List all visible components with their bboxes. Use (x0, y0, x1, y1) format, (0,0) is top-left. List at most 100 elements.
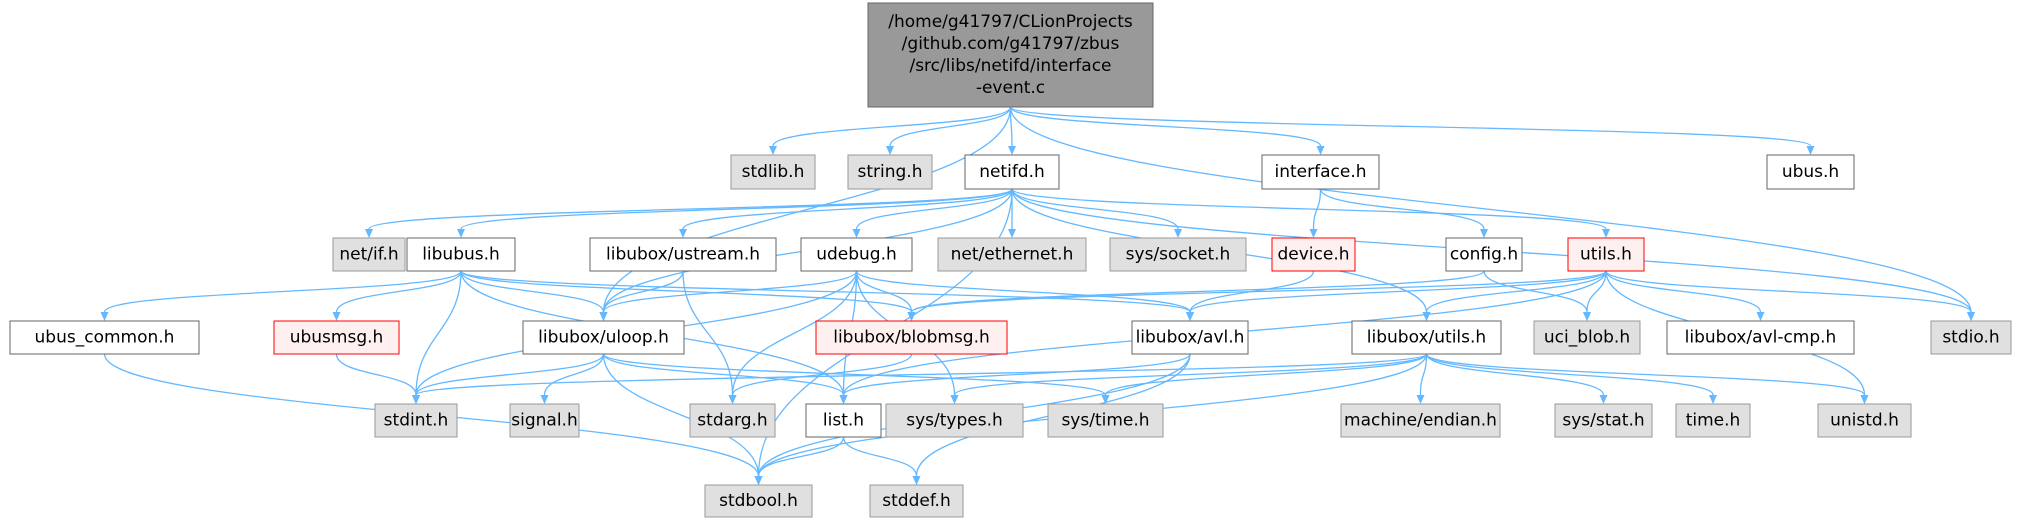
edge-arrowhead (852, 229, 861, 238)
edge-arrowhead (1186, 312, 1194, 321)
node-signal: signal.h (509, 403, 580, 438)
node-libubus[interactable]: libubus.h (406, 237, 516, 272)
node-label: sys/types.h (906, 411, 1003, 431)
node-label: stdio.h (1942, 328, 1999, 348)
node-label: net/ethernet.h (951, 245, 1074, 265)
node-label: /src/libs/netifd/interface (909, 56, 1111, 76)
node-label: sys/stat.h (1562, 411, 1644, 431)
node-label: uci_blob.h (1544, 328, 1630, 348)
edge-arrowhead (1174, 229, 1182, 238)
node-box (332, 237, 406, 272)
edge-arrowhead (1602, 229, 1610, 238)
node-stdint: stdint.h (374, 403, 458, 438)
edge-arrowhead (886, 146, 894, 155)
edge-netifd-to-udebug (852, 188, 1013, 238)
edge-line (1425, 270, 1607, 313)
node-list[interactable]: list.h (805, 403, 882, 438)
node-stdarg: stdarg.h (689, 403, 776, 438)
node-box (964, 154, 1060, 190)
node-ubus[interactable]: ubus.h (1766, 154, 1855, 190)
edge-line (602, 270, 858, 313)
edge-root-to-ubus (1009, 106, 1815, 155)
node-endian: machine/endian.h (1340, 403, 1501, 438)
node-netif: net/if.h (332, 237, 406, 272)
node-lutils[interactable]: libubox/utils.h (1351, 320, 1502, 355)
node-label: -event.c (976, 78, 1045, 98)
node-utils[interactable]: utils.h (1567, 237, 1645, 272)
edge-ustream-to-stdarg (682, 270, 737, 404)
node-ubuscommon[interactable]: ubus_common.h (9, 320, 200, 355)
edge-line (731, 270, 858, 396)
edge-utils-to-avl (1186, 270, 1607, 321)
node-box (1445, 237, 1523, 272)
node-label: signal.h (511, 411, 577, 431)
node-label: libubox/ustream.h (606, 245, 760, 265)
edge-arrowhead (599, 312, 608, 321)
node-netifd[interactable]: netifd.h (964, 154, 1060, 190)
node-box (9, 320, 200, 355)
edge-list-to-stdbool (754, 436, 845, 485)
node-box (1271, 237, 1356, 272)
edge-line (1425, 353, 1866, 396)
node-label: /github.com/g41797/zbus (902, 34, 1120, 54)
edge-utils-to-avlcmp (1605, 270, 1765, 321)
node-box (869, 484, 964, 518)
node-device[interactable]: device.h (1271, 237, 1356, 272)
node-stddef: stddef.h (869, 484, 964, 518)
edge-arrowhead (1416, 395, 1425, 404)
edge-utils-to-blobmsg (907, 270, 1607, 321)
edge-lutils-to-systypes (950, 353, 1428, 404)
node-label: ubus_common.h (35, 328, 175, 348)
edge-arrowhead (912, 476, 921, 485)
edge-line (1483, 270, 1588, 313)
node-ustream[interactable]: libubox/ustream.h (589, 237, 777, 272)
node-box (867, 2, 1154, 108)
edge-line (335, 353, 417, 396)
node-box (509, 403, 580, 438)
node-label: libubox/avl-cmp.h (1685, 328, 1837, 348)
node-box (1567, 237, 1645, 272)
node-label: device.h (1277, 245, 1349, 265)
edge-line (1312, 188, 1322, 230)
edge-arrowhead (1309, 229, 1318, 238)
edge-arrowhead (332, 312, 341, 321)
edge-arrowhead (1008, 146, 1016, 155)
edge-arrowhead (1860, 395, 1869, 404)
edge-line (460, 188, 1013, 230)
node-box (815, 320, 1008, 355)
edge-line (682, 270, 734, 396)
node-blobmsg[interactable]: libubox/blobmsg.h (815, 320, 1008, 355)
node-ubusmsg[interactable]: ubusmsg.h (273, 320, 400, 355)
edge-line (1011, 188, 1607, 230)
edge-lutils-to-unistd (1425, 353, 1869, 404)
edge-line (460, 270, 913, 313)
node-root[interactable]: /home/g41797/CLionProjects/github.com/g4… (867, 2, 1154, 108)
node-udebug[interactable]: udebug.h (800, 237, 913, 272)
edge-netifd-to-utils (1011, 188, 1610, 238)
node-box (730, 154, 816, 190)
node-box (273, 320, 400, 355)
edge-udebug-to-uloop (599, 270, 858, 321)
edge-arrowhead (754, 476, 763, 485)
node-label: stdlib.h (742, 162, 805, 182)
node-avlcmp[interactable]: libubox/avl-cmp.h (1666, 320, 1855, 355)
edge-line (855, 188, 1013, 230)
edge-root-to-uloop (599, 106, 1012, 321)
edge-arrowhead (769, 146, 777, 155)
edge-line (1425, 353, 1605, 396)
node-uloop[interactable]: libubox/uloop.h (522, 320, 685, 355)
edge-list-to-stddef (842, 436, 921, 485)
node-label: list.h (823, 411, 864, 431)
edge-utils-to-ucib (1583, 270, 1607, 321)
node-label: interface.h (1275, 162, 1367, 182)
edge-root-to-stdio (1009, 106, 1975, 321)
node-config[interactable]: config.h (1445, 237, 1523, 272)
node-label: libubus.h (422, 245, 500, 265)
node-avl[interactable]: libubox/avl.h (1131, 320, 1249, 355)
node-box (1675, 403, 1751, 438)
node-ethernet: net/ethernet.h (937, 237, 1087, 272)
edge-blobmsg-to-stdarg (728, 353, 913, 404)
edge-netifd-to-libubus (457, 188, 1013, 238)
node-interface[interactable]: interface.h (1261, 154, 1380, 190)
